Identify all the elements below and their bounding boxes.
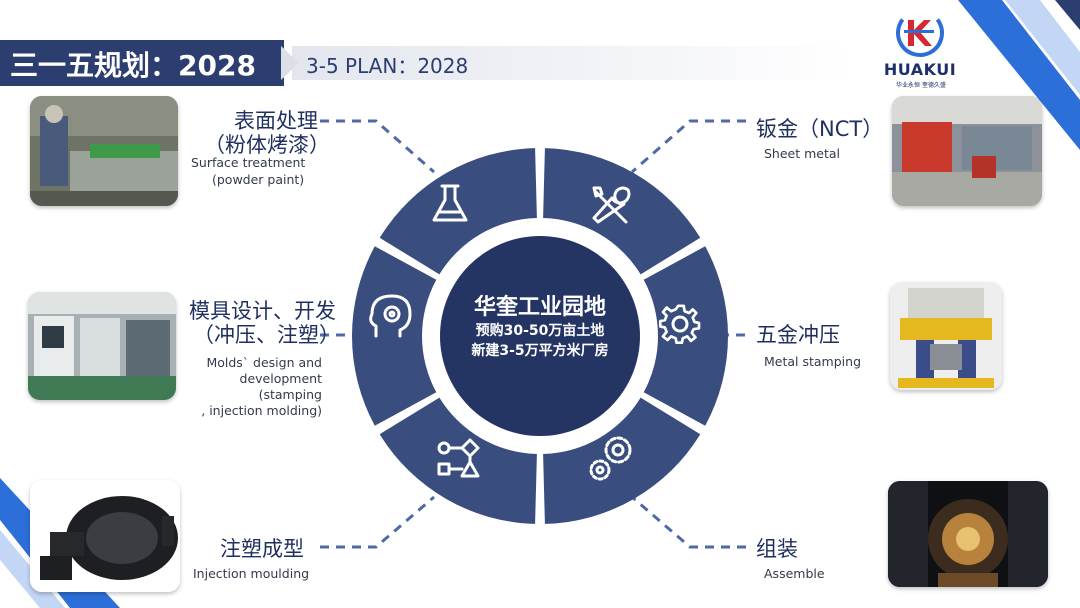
label-molds-en4: , injection molding) — [201, 403, 322, 418]
ring-diagram — [352, 148, 728, 524]
label-surface-zh2: （粉体烤漆） — [204, 133, 330, 157]
connector-surface — [320, 119, 435, 174]
center-ring-gap — [429, 225, 651, 447]
huakui-logo-mark — [896, 8, 944, 57]
center-title: 华奎工业园地 — [473, 295, 606, 320]
photo-metal-stamping — [890, 282, 1002, 390]
ring-segment-sheet — [543, 148, 701, 275]
photo-molds-cnc — [28, 292, 176, 400]
label-injection-zh: 注塑成型 — [220, 537, 304, 561]
label-sheet-zh: 钣金（NCT） — [756, 117, 884, 141]
photo-sheet-metal — [892, 96, 1042, 206]
center-circle — [440, 236, 640, 436]
title-band — [0, 40, 284, 86]
connector-sheet — [631, 119, 746, 174]
label-injection-en: Injection moulding — [193, 566, 310, 581]
stripe-top-right-dark — [1055, 0, 1080, 30]
label-sheet-en: Sheet metal — [764, 146, 841, 161]
gear-icon — [658, 304, 701, 345]
logo-tagline: 华业永恒 奎德久盛 — [896, 82, 946, 89]
photo-assembly — [888, 481, 1048, 587]
connector-assemble — [631, 495, 746, 549]
stripe-top-right-light — [1005, 0, 1080, 95]
label-surface-en: Surface treatment — [191, 155, 306, 170]
flowchart-icon — [437, 438, 480, 478]
page-subtitle: 3-5 PLAN：2028 — [306, 54, 469, 78]
ring-segment-injection — [379, 397, 537, 524]
label-assemble-zh: 组装 — [756, 537, 798, 561]
connector-injection — [320, 495, 435, 549]
label-molds-en3: (stamping — [258, 387, 322, 402]
label-stamping-en: Metal stamping — [764, 354, 861, 369]
label-molds-zh: 模具设计、开发 — [189, 299, 336, 323]
gears-icon — [589, 436, 632, 481]
flask-icon — [432, 184, 468, 222]
label-molds-zh2: （冲压、注塑） — [193, 323, 340, 347]
title-arrow-inner — [281, 46, 299, 80]
label-surface-zh: 表面处理 — [234, 109, 318, 133]
center-line-2: 新建3-5万平方米厂房 — [471, 343, 609, 359]
subtitle-band — [292, 46, 852, 80]
label-surface-en2: (powder paint) — [212, 172, 305, 187]
stripe-top-right-blue — [958, 0, 1080, 150]
photo-injection-part — [30, 480, 180, 592]
ring-segment-molds — [352, 246, 437, 426]
label-stamping-zh: 五金冲压 — [756, 323, 840, 347]
photo-surface-treatment — [30, 96, 178, 206]
tools-icon — [592, 186, 631, 224]
center-line-1: 预购30-50万亩土地 — [475, 323, 605, 339]
page-title: 三一五规划：2028 — [10, 49, 256, 82]
head-gear-icon — [369, 294, 412, 338]
label-molds-en: Molds` design and — [206, 355, 322, 370]
logo-wordmark: HUAKUI — [883, 60, 957, 79]
label-assemble-en: Assemble — [764, 566, 825, 581]
label-molds-en2: development — [239, 371, 322, 386]
